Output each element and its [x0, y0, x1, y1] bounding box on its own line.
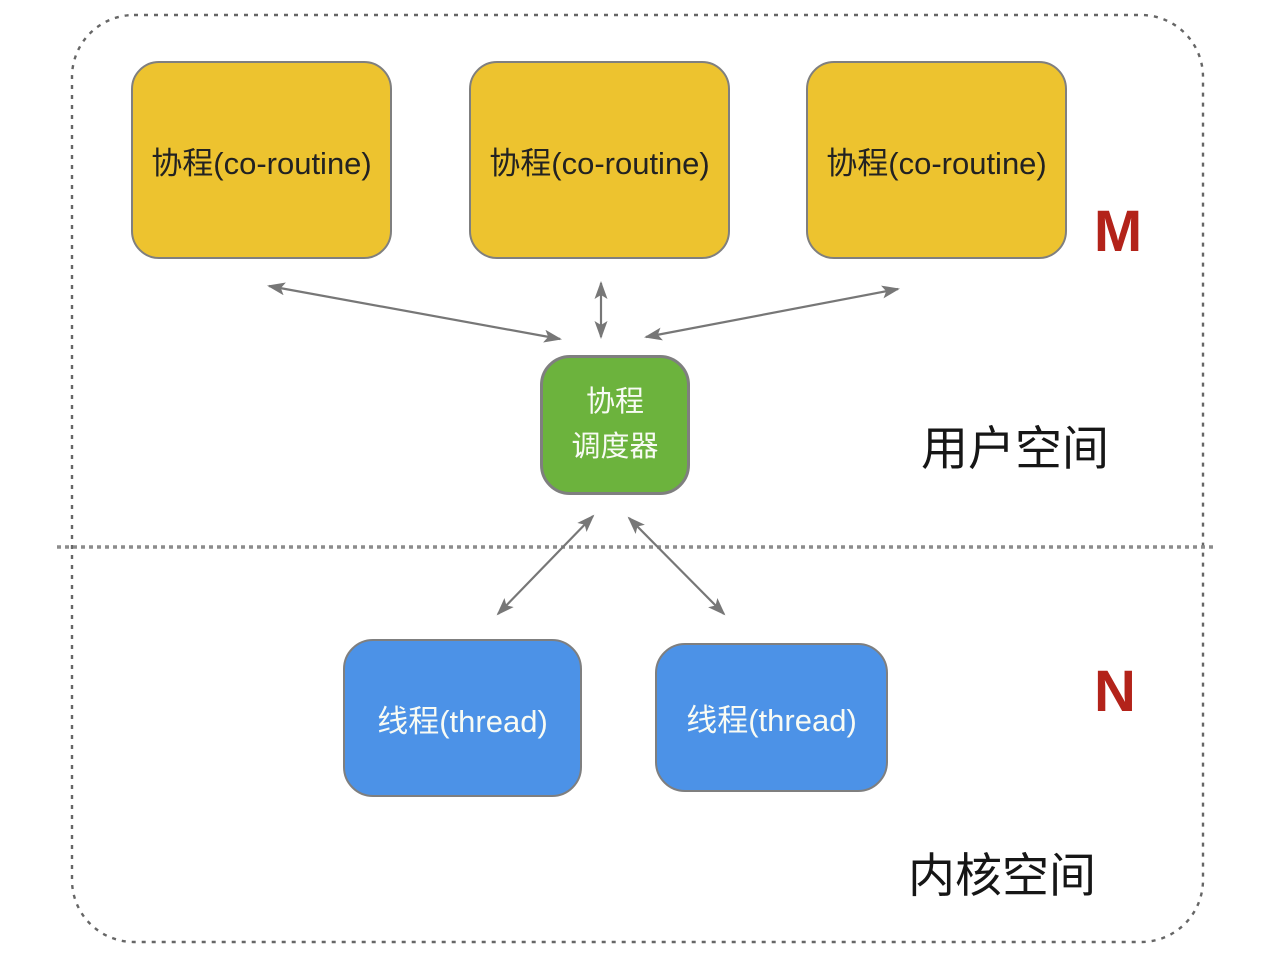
user-space-label: 用户空间 [921, 422, 1109, 475]
coroutine-box-3-label: 协程(co-routine) [826, 145, 1047, 181]
arrow-scheduler-thread1 [496, 514, 595, 616]
coroutine-box-2: 协程(co-routine) [469, 61, 730, 259]
arrow-coroutine1-scheduler [267, 282, 562, 343]
n-count-label: N [1094, 659, 1136, 724]
kernel-space-label: 内核空间 [908, 849, 1096, 902]
scheduler-label-line2: 调度器 [571, 431, 659, 463]
thread-box-1-label: 线程(thread) [377, 703, 548, 739]
coroutine-box-1: 协程(co-routine) [131, 61, 392, 259]
thread-box-1: 线程(thread) [343, 639, 582, 797]
arrow-coroutine3-scheduler [644, 285, 900, 341]
thread-box-2: 线程(thread) [655, 643, 888, 792]
thread-box-2-label: 线程(thread) [686, 703, 857, 738]
coroutine-box-1-label: 协程(co-routine) [151, 145, 372, 181]
m-count-label: M [1093, 199, 1143, 264]
coroutine-box-2-label: 协程(co-routine) [489, 145, 710, 181]
scheduler-label-line1: 协程 [585, 386, 644, 419]
coroutine-scheduler-box: 协程 调度器 [540, 355, 690, 495]
process-boundary-dashed-box [70, 13, 1205, 944]
coroutine-box-3: 协程(co-routine) [806, 61, 1067, 259]
arrow-scheduler-thread2 [627, 516, 726, 616]
